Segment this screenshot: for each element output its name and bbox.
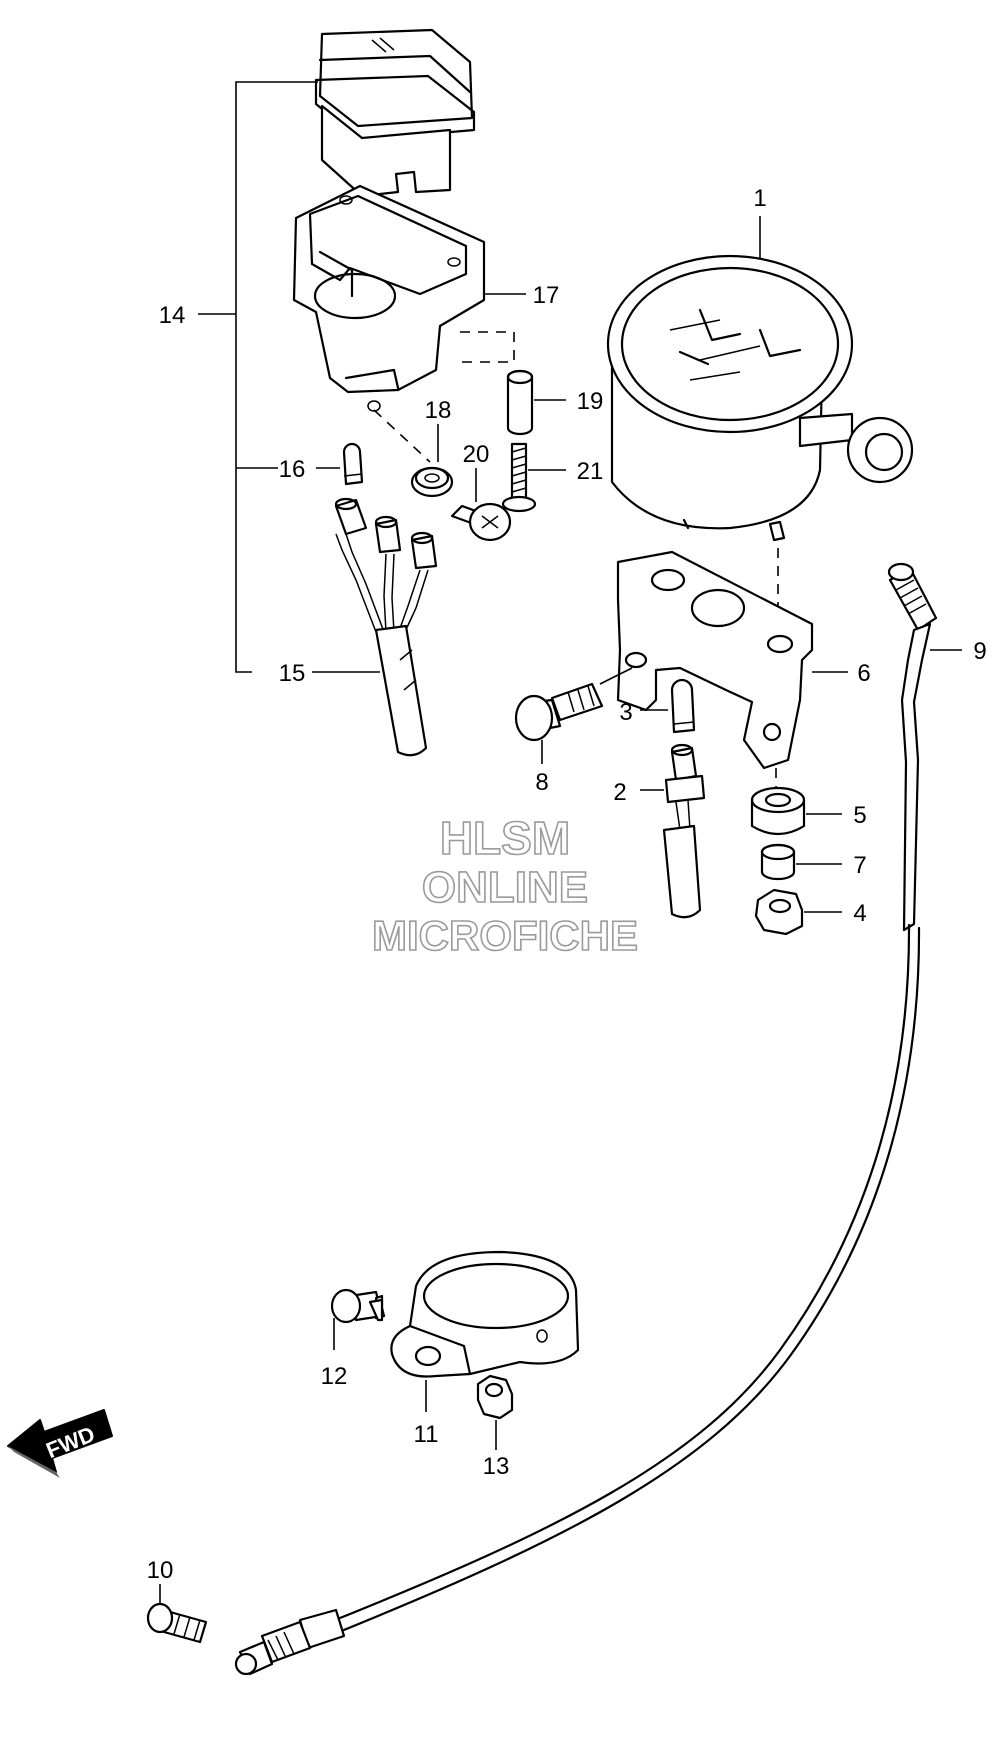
watermark-line-1: HLSM	[440, 812, 570, 864]
callout-14: 14	[159, 302, 186, 329]
part-bracket-6	[616, 550, 814, 770]
callout-9: 9	[973, 638, 986, 665]
part-nut-4	[754, 888, 804, 936]
callout-5: 5	[853, 802, 866, 829]
callout-11: 11	[414, 1421, 439, 1448]
part-grommet-5	[750, 768, 806, 836]
callout-17: 17	[533, 282, 560, 309]
watermark: HLSM ONLINE MICROFICHE	[371, 811, 639, 960]
part-bulb-16	[342, 442, 364, 486]
part-bolt-10	[146, 1602, 208, 1644]
part-nut-13	[476, 1374, 514, 1420]
part-collar-7	[760, 843, 796, 881]
dash-guide-18	[373, 409, 431, 463]
leader-8-arrow	[599, 667, 633, 685]
part-bolt-12	[330, 1288, 386, 1324]
callout-3: 3	[619, 699, 632, 726]
callout-2: 2	[613, 779, 626, 806]
dash-guide-19	[460, 331, 515, 363]
callout-labels: 1 2 3 4 5 6 7 8 9 10 11 12 13 14 15 16 1…	[147, 185, 987, 1584]
callout-6: 6	[857, 660, 870, 687]
callout-12: 12	[321, 1363, 348, 1390]
part-cover-cap	[314, 28, 476, 198]
callout-8: 8	[535, 769, 548, 796]
group-bracket-14	[198, 81, 318, 673]
callout-19: 19	[577, 388, 604, 415]
part-meter-housing-17	[292, 184, 486, 412]
callout-20: 20	[463, 441, 490, 468]
callout-15: 15	[279, 660, 306, 687]
part-speedometer-1	[606, 254, 914, 542]
part-cable-9	[234, 562, 938, 1676]
callout-4: 4	[853, 900, 866, 927]
callout-7: 7	[853, 852, 866, 879]
part-socket-2	[662, 743, 706, 919]
part-grommet-18	[410, 466, 454, 498]
part-spacer-19	[506, 369, 534, 436]
part-bolt-21	[501, 442, 537, 513]
part-bulb-3	[670, 678, 696, 734]
part-socket-harness-15	[334, 497, 438, 757]
fwd-arrow-icon: FWD	[7, 1409, 113, 1478]
part-clamp-11	[390, 1250, 580, 1378]
watermark-line-2: ONLINE	[422, 863, 588, 912]
callout-10: 10	[147, 1557, 174, 1584]
callout-13: 13	[483, 1453, 510, 1480]
watermark-line-3: MICROFICHE	[372, 912, 638, 959]
part-screw-20	[450, 502, 512, 542]
callout-16: 16	[279, 456, 306, 483]
callout-21: 21	[577, 458, 604, 485]
callout-18: 18	[425, 397, 452, 424]
part-bolt-8	[514, 682, 604, 742]
callout-1: 1	[753, 185, 766, 212]
